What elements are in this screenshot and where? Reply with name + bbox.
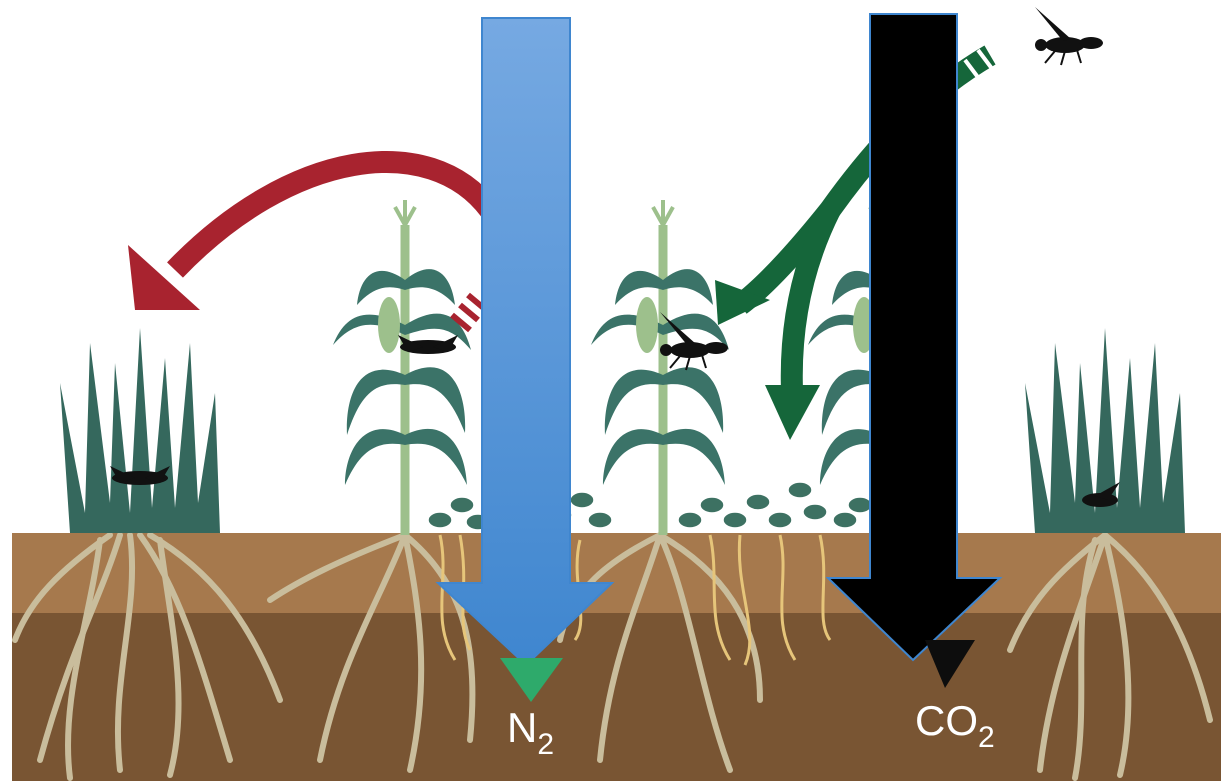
root-systems [12,532,1213,781]
nitrogen-arrow [435,17,615,702]
legume-roots [438,534,832,666]
beneficial-fly-icon [1082,482,1120,507]
wasp-icon [1034,6,1104,66]
co2-label: CO2 [915,697,995,754]
n2-label: N2 [507,704,554,761]
co2-marker-icon [925,640,975,688]
grass-clump-left [60,328,220,533]
corn-plant-1 [333,200,471,535]
pest-emigration-arrow [128,151,499,333]
n2-marker-icon [500,658,563,702]
corn-plant-2 [591,200,729,535]
topsoil-layer [12,533,1221,613]
carbon-arrow [825,13,1003,688]
